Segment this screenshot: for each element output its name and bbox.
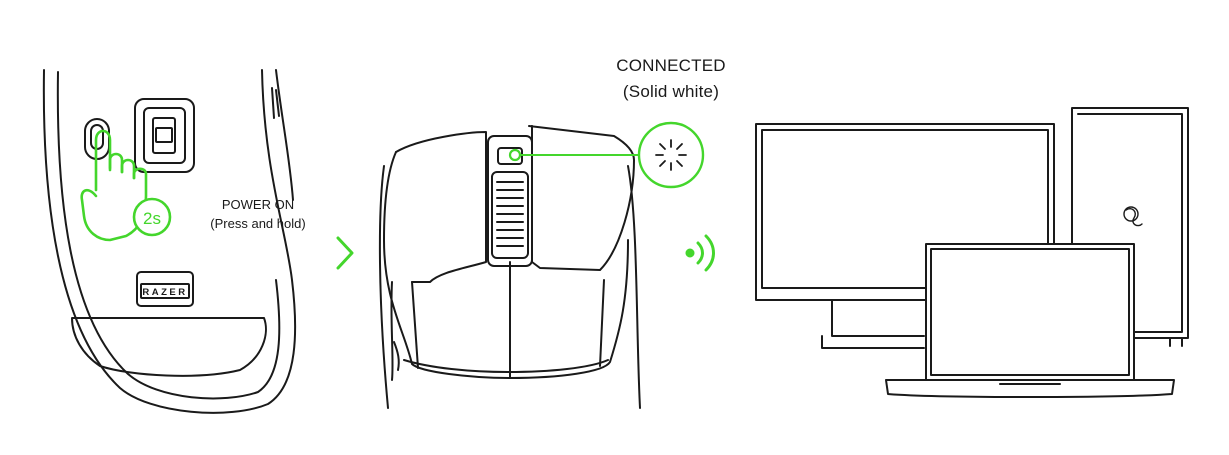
- connected-status: (Solid white): [622, 82, 720, 102]
- wireless-signal-icon: [685, 234, 715, 272]
- chevron-right-icon: [336, 236, 354, 270]
- led-callout: [508, 121, 705, 189]
- scroll-wheel: [487, 135, 533, 267]
- connected-caption: CONNECTED (Solid white): [596, 53, 746, 106]
- power-on-instruction: (Press and hold): [210, 215, 306, 231]
- laptop: [885, 243, 1175, 398]
- razer-wordmark: RAZER: [142, 287, 187, 298]
- led-glow-icon: [655, 139, 687, 171]
- mouse-top: [378, 125, 641, 409]
- mouse-underside: [42, 69, 297, 414]
- hand-press-icon: [80, 129, 172, 242]
- connected-title: CONNECTED: [616, 56, 726, 75]
- optical-sensor: [134, 98, 195, 173]
- razer-wordmark-plate: [136, 271, 194, 307]
- hold-time-label: 2s: [143, 209, 161, 228]
- power-on-caption: POWER ON (Press and hold): [194, 196, 322, 234]
- power-on-title: POWER ON: [221, 197, 295, 212]
- razer-snake-logo-icon: [1123, 206, 1143, 227]
